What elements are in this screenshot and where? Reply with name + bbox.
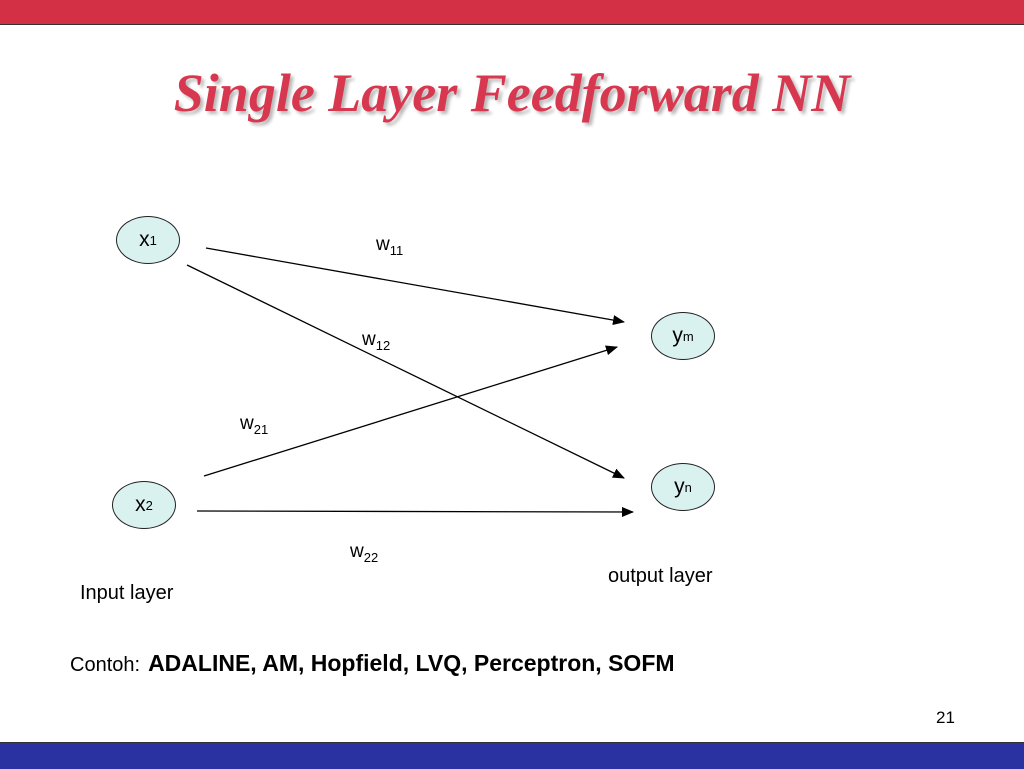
weight-w12-sub: 12 xyxy=(375,338,391,353)
input-layer-label: Input layer xyxy=(80,582,174,604)
node-x2-sub: 2 xyxy=(145,497,153,513)
weight-w11: w11 xyxy=(376,234,403,258)
weight-w22-base: w xyxy=(350,541,364,562)
weight-w21: w21 xyxy=(240,413,268,437)
node-yn-sub: n xyxy=(684,479,692,495)
example-line: Contoh: ADALINE, AM, Hopfield, LVQ, Perce… xyxy=(70,650,675,677)
weight-w21-sub: 21 xyxy=(253,422,269,437)
edge-x1-ym xyxy=(205,247,625,326)
edge-x1-yn xyxy=(186,264,625,479)
edge-x2-yn xyxy=(196,506,634,517)
weight-w21-base: w xyxy=(240,413,254,434)
example-label: Contoh: xyxy=(70,654,141,676)
page-number: 21 xyxy=(936,708,955,727)
edge-x2-ym xyxy=(203,345,618,477)
weight-w22-sub: 22 xyxy=(363,550,379,565)
node-x1-sub: 1 xyxy=(149,232,157,248)
node-x2-base: x xyxy=(135,493,146,516)
weight-w11-base: w xyxy=(376,234,390,255)
output-layer-label: output layer xyxy=(608,565,713,587)
node-ym-base: y xyxy=(672,324,683,347)
bottom-banner xyxy=(0,742,1024,769)
weight-w11-sub: 11 xyxy=(389,243,404,258)
node-yn-base: y xyxy=(674,475,685,498)
node-x1-base: x xyxy=(139,228,150,251)
weight-w22: w22 xyxy=(350,541,378,565)
node-ym-sub: m xyxy=(682,328,694,344)
slide-title: Single Layer Feedforward NN xyxy=(173,63,851,123)
weight-w12: w12 xyxy=(362,329,390,353)
top-banner xyxy=(0,0,1024,25)
example-text: ADALINE, AM, Hopfield, LVQ, Perceptron, … xyxy=(148,650,675,676)
weight-w12-base: w xyxy=(362,329,376,350)
